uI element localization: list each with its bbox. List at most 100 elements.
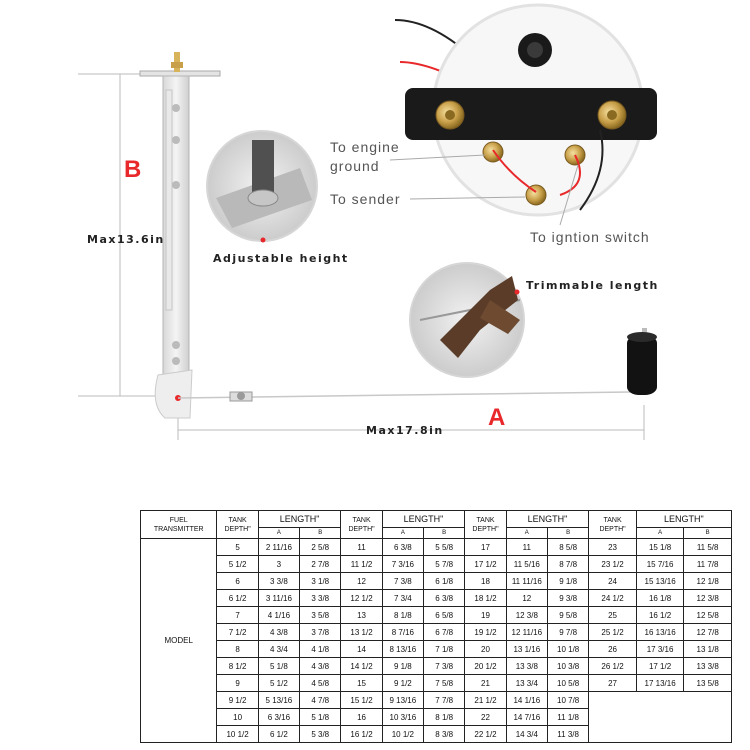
fuel-transmitter-header: FUEL TRANSMITTER [139, 510, 218, 539]
tank-depth-cell: 12 1/2 [340, 589, 383, 607]
length-b-cell: 8 3/8 [423, 725, 466, 743]
tank-depth-line1: TANK [476, 516, 495, 524]
max-length-label: Max17.8in [366, 424, 444, 437]
col-a-header: A [635, 527, 685, 539]
float [627, 328, 657, 395]
tank-depth-cell: 5 1/2 [216, 555, 259, 573]
sender-bracket [139, 52, 221, 419]
tank-depth-cell: 9 1/2 [216, 691, 259, 709]
label-a: A [488, 404, 505, 431]
length-a-cell: 5 1/8 [257, 657, 301, 675]
tank-depth-cell: 27 [588, 674, 637, 692]
col-b-header: B [423, 527, 466, 539]
col-a-header: A [257, 527, 301, 539]
length-b-cell: 4 1/8 [299, 640, 342, 658]
empty-cell [588, 691, 732, 743]
tank-depth-cell: 18 1/2 [464, 589, 507, 607]
length-a-cell: 8 7/16 [381, 623, 425, 641]
tank-depth-cell: 5 [216, 538, 259, 556]
length-b-cell: 6 7/8 [423, 623, 466, 641]
length-a-cell: 15 1/8 [635, 538, 685, 556]
fuel-transmitter-line2: TRANSMITTER [153, 525, 204, 533]
length-a-cell: 16 1/2 [635, 606, 685, 624]
length-b-cell: 4 3/8 [299, 657, 342, 675]
to-ignition-label: To igntion switch [530, 229, 650, 245]
length-b-cell: 5 5/8 [423, 538, 466, 556]
length-a-cell: 11 11/16 [505, 572, 548, 590]
tank-depth-cell: 26 [588, 640, 637, 658]
tank-depth-line2: DEPTH" [472, 525, 499, 533]
engine-ground-label-line1: To engine [330, 139, 400, 155]
length-a-cell: 12 [505, 589, 548, 607]
length-a-cell: 11 5/16 [505, 555, 548, 573]
model-cell: MODEL [139, 538, 218, 743]
length-a-cell: 10 3/16 [381, 708, 425, 726]
length-header: LENGTH" [505, 510, 590, 528]
tank-depth-cell: 11 1/2 [340, 555, 383, 573]
length-a-cell: 5 1/2 [257, 674, 301, 692]
to-sender-label: To sender [330, 191, 400, 207]
length-b-cell: 2 7/8 [299, 555, 342, 573]
length-a-cell: 5 13/16 [257, 691, 301, 709]
length-a-cell: 8 13/16 [381, 640, 425, 658]
length-b-cell: 11 5/8 [683, 538, 732, 556]
trimmable-length-inset [409, 262, 525, 378]
length-a-cell: 15 13/16 [635, 572, 685, 590]
length-b-cell: 5 3/8 [299, 725, 342, 743]
length-b-cell: 6 1/8 [423, 572, 466, 590]
col-b-header: B [299, 527, 342, 539]
tank-depth-line2: DEPTH" [348, 525, 375, 533]
length-a-cell: 13 1/16 [505, 640, 548, 658]
length-a-cell: 3 [257, 555, 301, 573]
tank-depth-cell: 23 1/2 [588, 555, 637, 573]
adjustable-height-inset [206, 130, 318, 243]
tank-depth-cell: 6 1/2 [216, 589, 259, 607]
length-a-cell: 7 3/8 [381, 572, 425, 590]
tank-depth-cell: 22 [464, 708, 507, 726]
length-a-cell: 11 [505, 538, 548, 556]
col-a-header: A [505, 527, 548, 539]
tank-depth-cell: 22 1/2 [464, 725, 507, 743]
subheader-row: A B A B A B A B [141, 527, 732, 539]
length-a-cell: 12 3/8 [505, 606, 548, 624]
tank-depth-cell: 12 [340, 572, 383, 590]
tank-depth-cell: 25 1/2 [588, 623, 637, 641]
length-a-cell: 9 13/16 [381, 691, 425, 709]
tank-depth-cell: 7 1/2 [216, 623, 259, 641]
tank-depth-cell: 8 [216, 640, 259, 658]
length-a-cell: 16 1/8 [635, 589, 685, 607]
length-b-cell: 12 5/8 [683, 606, 732, 624]
length-b-cell: 10 3/8 [546, 657, 590, 675]
length-b-cell: 12 3/8 [683, 589, 732, 607]
adjustable-height-label: Adjustable height [213, 252, 349, 265]
length-b-cell: 10 7/8 [546, 691, 590, 709]
length-b-cell: 7 1/8 [423, 640, 466, 658]
length-b-cell: 3 3/8 [299, 589, 342, 607]
length-a-cell: 4 3/4 [257, 640, 301, 658]
length-b-cell: 9 1/8 [546, 572, 590, 590]
tank-depth-cell: 18 [464, 572, 507, 590]
tank-depth-cell: 14 [340, 640, 383, 658]
tank-depth-cell: 20 [464, 640, 507, 658]
length-b-cell: 9 7/8 [546, 623, 590, 641]
length-a-cell: 13 3/8 [505, 657, 548, 675]
tank-depth-cell: 15 1/2 [340, 691, 383, 709]
tank-depth-cell: 19 [464, 606, 507, 624]
tank-depth-cell: 8 1/2 [216, 657, 259, 675]
length-a-cell: 17 13/16 [635, 674, 685, 692]
length-a-cell: 2 11/16 [257, 538, 301, 556]
col-b-header: B [546, 527, 590, 539]
length-b-cell: 8 7/8 [546, 555, 590, 573]
length-a-cell: 16 13/16 [635, 623, 685, 641]
tank-depth-line1: TANK [603, 516, 622, 524]
